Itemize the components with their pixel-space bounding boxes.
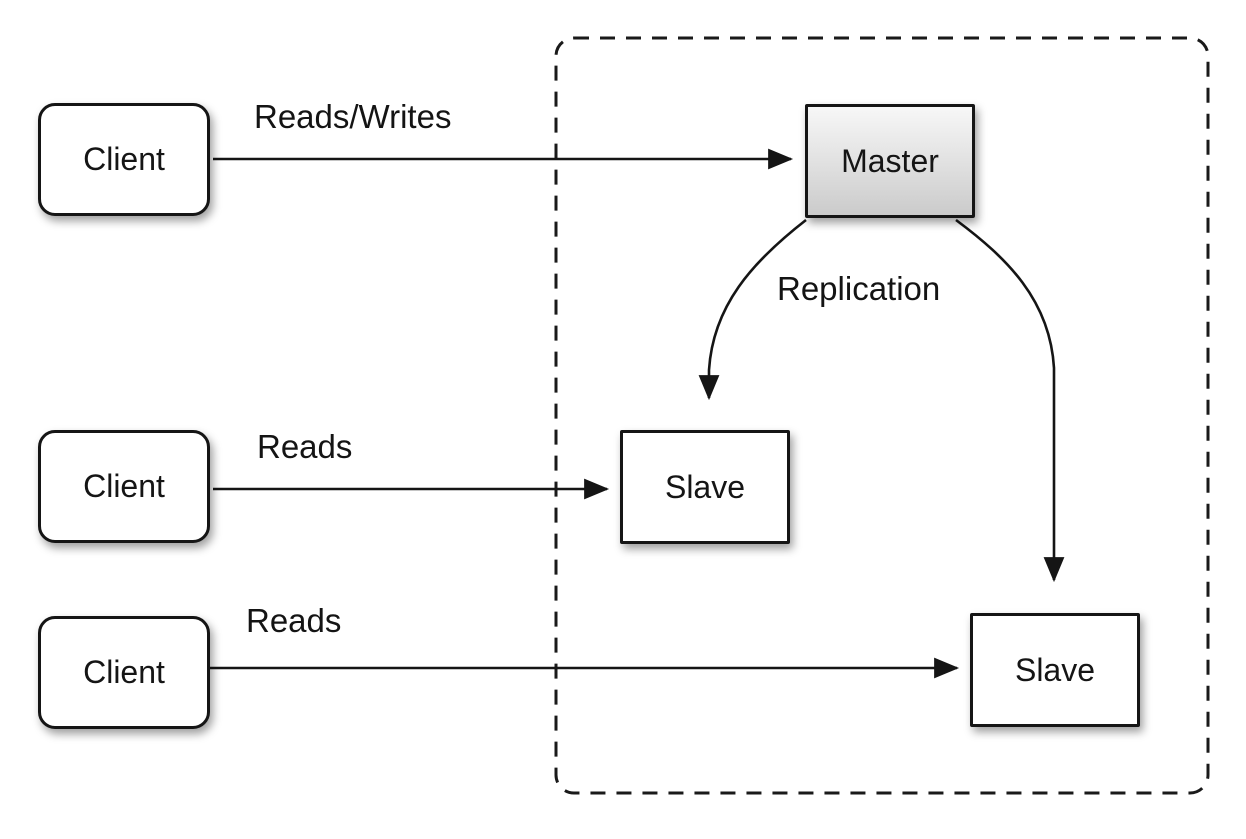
edge-label-reads-writes: Reads/Writes bbox=[254, 98, 452, 135]
node-client-1-label: Client bbox=[83, 141, 165, 177]
node-slave-2: Slave bbox=[970, 613, 1140, 727]
node-client-3: Client bbox=[38, 616, 210, 729]
node-client-1: Client bbox=[38, 103, 210, 216]
replication-cluster-boundary bbox=[554, 36, 1210, 795]
edge-replication-left-arrow bbox=[698, 218, 807, 401]
node-master-label: Master bbox=[841, 142, 939, 179]
edge-label-reads-mid: Reads bbox=[257, 428, 353, 465]
node-client-2: Client bbox=[38, 430, 210, 543]
node-client-3-label: Client bbox=[83, 654, 165, 690]
node-slave-1: Slave bbox=[620, 430, 790, 544]
edge-label-reads-bottom: Reads bbox=[246, 602, 342, 639]
node-slave-1-label: Slave bbox=[664, 468, 746, 505]
edge-label-replication: Replication bbox=[777, 270, 941, 307]
edge-replication-right-arrow bbox=[955, 218, 1065, 583]
node-slave-2-label: Slave bbox=[1014, 651, 1096, 688]
node-master: Master bbox=[805, 104, 975, 218]
node-client-2-label: Client bbox=[83, 468, 165, 504]
